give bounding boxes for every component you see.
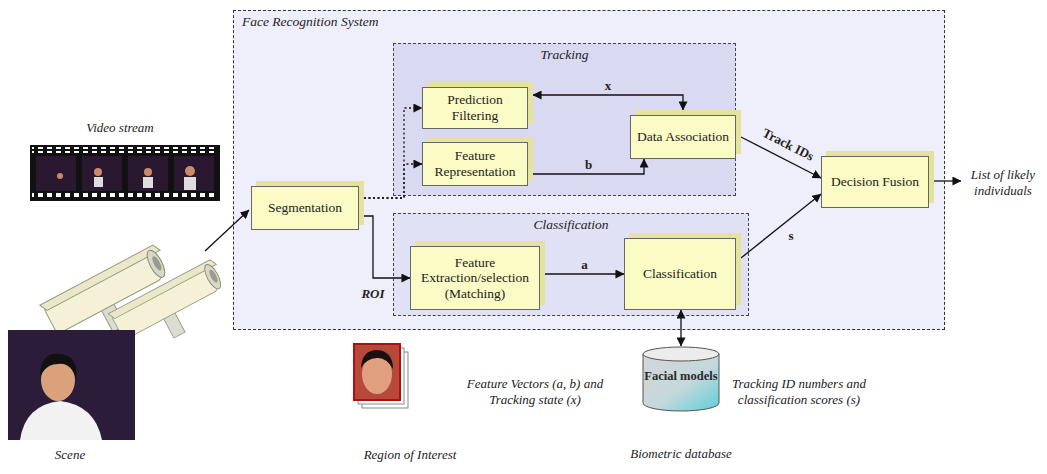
box-label: Data Association [637,129,729,145]
scene-photo [20,401,102,440]
film-strip [143,177,153,188]
process-box: Classification [624,238,736,310]
annotation-label: Region of Interest [345,447,475,463]
connector-arrow [364,216,410,278]
connector-arrow [680,310,681,346]
film-strip [128,156,168,191]
roi-stack [354,344,408,408]
film-strip [30,145,220,201]
connector-arrow [364,108,422,198]
box-label: Segmentation [268,200,342,216]
output-arrow [934,180,961,181]
camera [111,264,220,340]
annotation-label: Scene [30,447,110,463]
film-strip [57,173,63,179]
film-strip [36,156,76,191]
camera [202,262,224,291]
film-strip [32,147,218,153]
connector-arrow [545,273,624,274]
scene-photo [8,330,135,440]
cylinder-shape [643,354,719,411]
process-box: Feature Representation [422,142,528,186]
group-title: Tracking [394,47,735,63]
camera [150,255,163,272]
film-strip [82,156,122,191]
database-caption: Biometric database [616,446,746,462]
annotation-label: List of likely individuals [963,167,1043,198]
annotation-label: Feature Vectors (a, b) and Tracking stat… [466,376,604,407]
scene-photo [8,330,135,440]
film-strip [174,156,214,191]
edge-label: x [603,79,614,93]
film-strip [94,168,102,176]
film-strip [32,193,218,199]
annotation-label: Video stream [70,120,170,136]
connector-arrow [533,95,683,110]
input-arrow [205,210,249,251]
box-label: Prediction Filtering [428,92,522,123]
box-label: Classification [643,266,717,282]
camera [144,248,169,280]
film-strip [144,168,152,176]
film-strip [94,177,103,187]
process-box: Prediction Filtering [422,87,528,129]
database-cylinder: Facial modelsBiometric database [642,346,720,412]
group-title: Classification [394,217,748,233]
edge-label: b [583,158,594,172]
process-box: Segmentation [251,186,359,230]
connector-arrow [741,194,821,258]
group-title: Face Recognition System [242,14,378,30]
edge-label: ROI [359,287,386,301]
camera [208,269,220,284]
connector-arrow [364,164,422,198]
box-label: Feature Extraction/selection (Matching) [416,255,534,302]
box-label: Decision Fusion [831,174,919,190]
film-strip [30,145,220,201]
scene-photo [40,354,76,379]
database-label: Facial models [642,370,720,384]
film-strip [184,177,196,190]
cylinder-shape [643,347,719,361]
annotation-label: Tracking ID numbers and classification s… [728,376,870,407]
process-box: Feature Extraction/selection (Matching) [410,246,540,310]
edge-label: s [786,229,795,243]
group-band: ClassificationFeature Extraction/selecti… [393,213,749,316]
group-band: TrackingPrediction FilteringFeature Repr… [393,43,736,196]
process-box: Decision Fusion [821,156,929,208]
roi-stack [361,350,393,369]
camera [108,258,216,320]
roi-stack [354,344,400,400]
box-label: Feature Representation [428,148,522,179]
process-box: Data Association [630,115,736,159]
film-strip [185,166,195,176]
edge-label: a [579,258,590,272]
